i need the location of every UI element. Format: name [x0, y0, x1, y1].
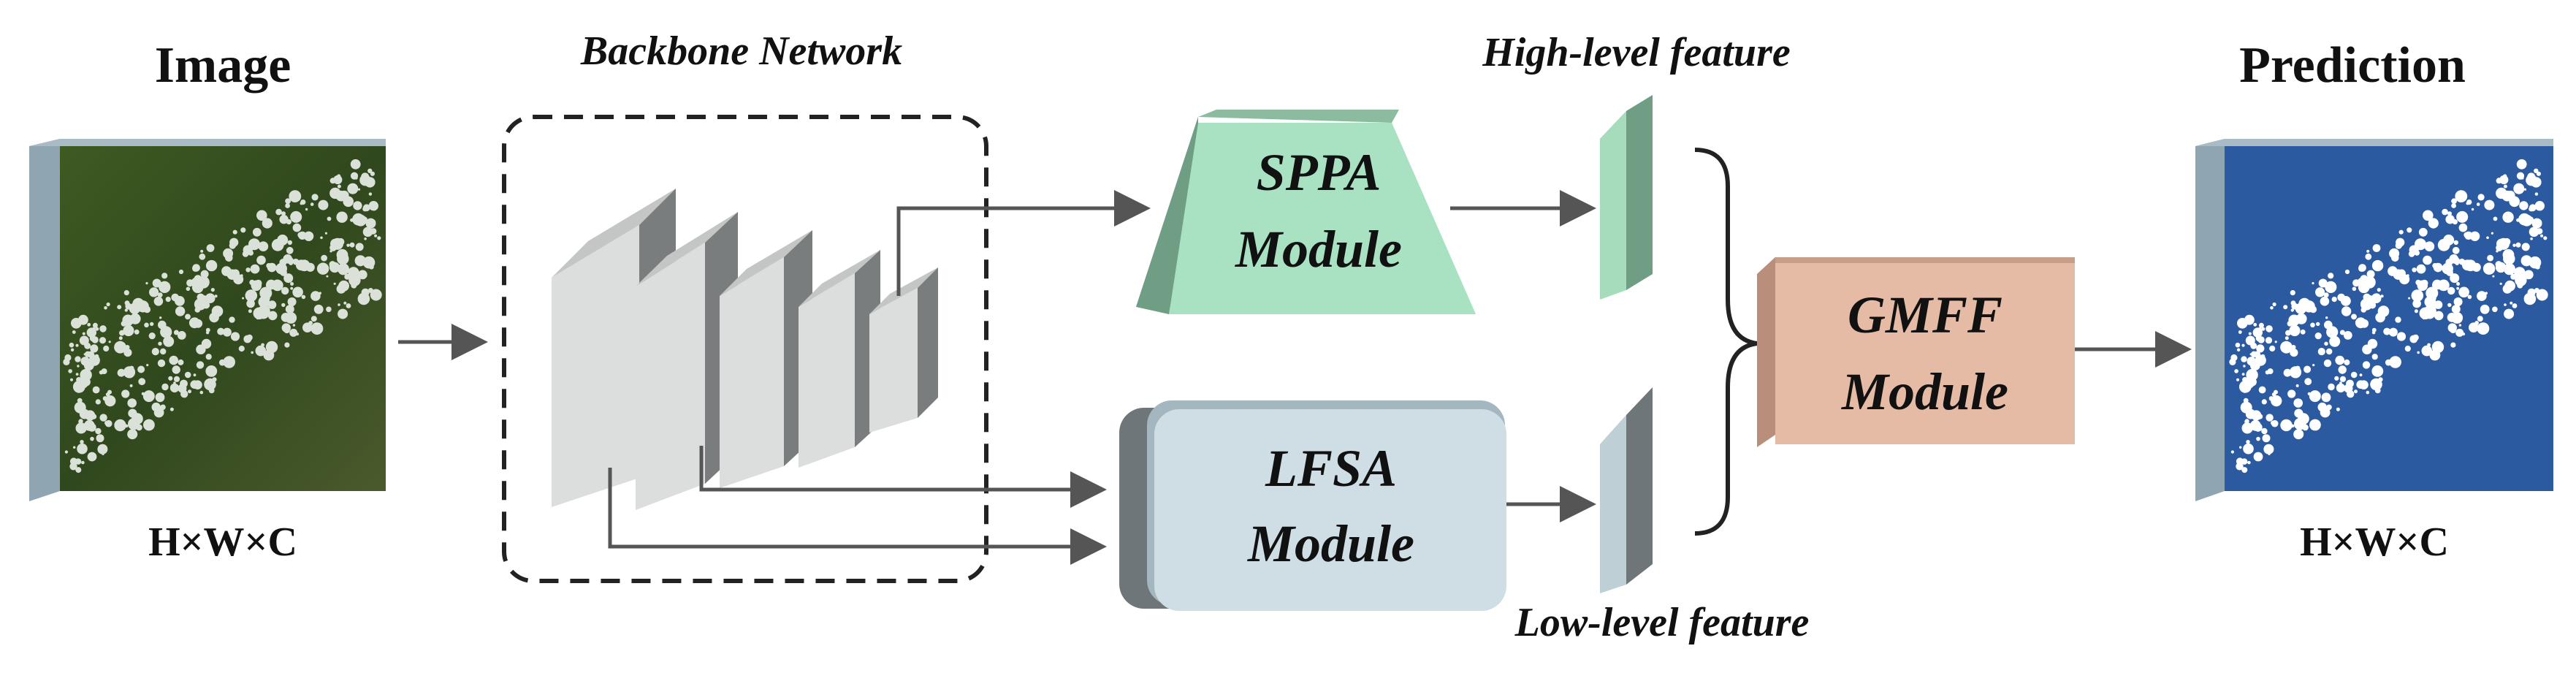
sppa-title: SPPA — [1257, 143, 1382, 202]
prediction-title: Prediction — [2239, 37, 2466, 94]
backbone-layers — [552, 189, 938, 510]
image-title: Image — [155, 37, 291, 94]
high-level-label: High-level feature — [1482, 30, 1790, 75]
backbone-label: Backbone Network — [580, 28, 902, 74]
gmff-subtitle: Module — [1841, 362, 2008, 421]
input-image — [29, 139, 386, 501]
lfsa-module: LFSA Module — [1119, 400, 1506, 611]
gmff-title: GMFF — [1848, 286, 2003, 344]
lfsa-title: LFSA — [1265, 439, 1397, 498]
gmff-module: GMFF Module — [1757, 257, 2075, 447]
input-dims: H×W×C — [148, 520, 297, 565]
output-dims: H×W×C — [2300, 520, 2449, 565]
sppa-subtitle: Module — [1235, 220, 1402, 278]
lfsa-subtitle: Module — [1247, 514, 1414, 573]
arrow-backbone-to-sppa — [896, 190, 1151, 296]
merge-brace — [1694, 148, 1758, 536]
arrow-layer1-to-lfsa — [608, 468, 1107, 565]
high-level-feature — [1600, 95, 1653, 300]
low-level-label: Low-level feature — [1514, 600, 1810, 645]
cloud-mask-icon — [2225, 146, 2553, 491]
satellite-image-icon — [60, 146, 386, 491]
low-level-feature — [1600, 387, 1653, 593]
sppa-module: SPPA Module — [1136, 110, 1476, 314]
arrow-layer2-to-lfsa — [699, 446, 1107, 508]
prediction-image — [2195, 139, 2553, 501]
